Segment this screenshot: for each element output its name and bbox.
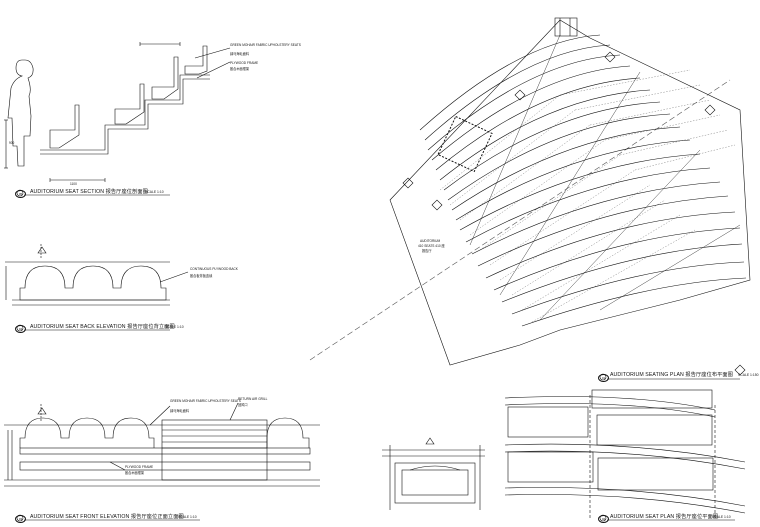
front-plywood-note-cn: 胶合木面框架 — [125, 471, 145, 475]
title-seating-plan: AUDITORIUM SEATING PLAN 报告厅座位布平面图 — [610, 372, 734, 378]
section-height-dim: 900 — [9, 141, 15, 145]
auditorium-seats: 410 SEATS 410 座 — [418, 244, 445, 248]
plywood-note: PLYWOOD FRAME — [230, 61, 259, 65]
seat-plan-detail-drawing — [382, 389, 746, 522]
fabric-note: GREEN MOHAIR FABRIC UPHOLSTERY SEATS — [230, 43, 301, 47]
grill-note-cn: 回风口 — [238, 403, 248, 407]
fabric-note-cn: 绿马海毛面料 — [230, 52, 250, 56]
scale-seat-back: SCALE 1:10 — [165, 325, 184, 329]
scale-seat-plan: SCALE 1:10 — [712, 515, 731, 519]
scale-seating-plan: SCALE 1:150 — [738, 373, 759, 377]
ref-bubble-03: 03 — [15, 515, 26, 523]
scale-seat-section: SCALE 1:10 — [145, 190, 164, 194]
front-plywood-note: PLYWOOD FRAME — [125, 465, 154, 469]
front-fabric-note: GREEN MOHAIR FABRIC UPHOLSTERY SEATS — [170, 399, 241, 403]
auditorium-label: AUDITORIUM — [420, 239, 441, 243]
ref-bubble-01: 01 — [598, 374, 609, 382]
seating-plan-drawing — [309, 17, 751, 381]
back-note: CONTINUOUS PLYWOOD BACK — [190, 267, 238, 271]
title-seat-section: AUDITORIUM SEAT SECTION 报告厅座位剖面图 — [30, 189, 148, 195]
title-seat-plan: AUDITORIUM SEAT PLAN 报告厅座位平面图 — [610, 514, 719, 520]
grill-note: RETURN AIR GRILL — [238, 397, 268, 401]
title-seat-back: AUDITORIUM SEAT BACK ELEVATION 报告厅座位背立面图 — [30, 324, 175, 330]
ref-bubble-05: 05 — [15, 190, 26, 198]
ref-bubble-02: 02 — [598, 515, 609, 523]
seat-back-elevation-drawing — [5, 244, 189, 332]
auditorium-label-cn: 报告厅 — [422, 249, 432, 253]
ref-bubble-04: 04 — [15, 325, 26, 333]
seat-front-elevation-drawing — [4, 402, 320, 522]
section-width-dim: 1100 — [70, 182, 77, 186]
seat-section-drawing — [4, 42, 231, 197]
plywood-note-cn: 胶合木面框架 — [230, 67, 250, 71]
back-note-cn: 胶合板背板连续 — [190, 274, 213, 278]
scale-seat-front: SCALE 1:10 — [178, 515, 197, 519]
title-seat-front: AUDITORIUM SEAT FRONT ELEVATION 报告厅座位正面立… — [30, 514, 184, 520]
front-fabric-note-cn: 绿马海毛面料 — [170, 409, 190, 413]
